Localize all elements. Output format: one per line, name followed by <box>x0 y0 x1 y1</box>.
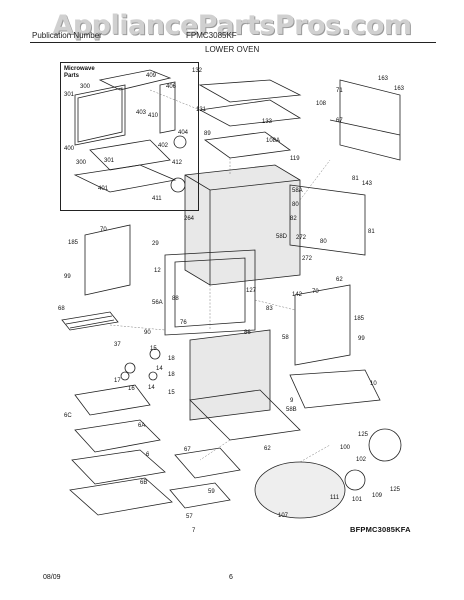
part-number-402: 402 <box>158 143 169 149</box>
part-number-76: 76 <box>180 320 187 326</box>
section-title: LOWER OVEN <box>205 45 260 54</box>
part-number-406: 406 <box>166 84 177 90</box>
part-number-109: 109 <box>372 493 383 499</box>
part-number-62: 62 <box>336 277 343 283</box>
model-number: FPMC3085KF <box>186 31 237 40</box>
part-number-131: 131 <box>196 107 207 113</box>
part-number-62b: 62 <box>264 446 271 452</box>
part-number-108: 108 <box>316 101 327 107</box>
part-number-37: 37 <box>114 342 121 348</box>
part-number-101: 101 <box>352 497 363 503</box>
part-number-83: 83 <box>266 306 273 312</box>
part-number-70b: 70 <box>312 289 319 295</box>
part-number-15: 15 <box>150 346 157 352</box>
part-number-404: 404 <box>178 130 189 136</box>
diagram-code: BFPMC3085KFA <box>350 525 411 534</box>
part-number-300: 300 <box>80 84 91 90</box>
part-number-301b: 301 <box>104 158 115 164</box>
part-number-58A: 58A <box>292 188 303 194</box>
part-number-264: 264 <box>184 216 195 222</box>
footer-date: 08/09 <box>43 574 61 581</box>
publication-label: Publication Number <box>32 31 102 40</box>
part-number-58D: 58D <box>276 234 288 240</box>
part-number-6C: 6C <box>64 413 72 419</box>
part-number-133: 133 <box>262 119 273 125</box>
part-number-410: 410 <box>148 113 159 119</box>
microwave-parts-inset <box>60 62 199 211</box>
part-number-132: 132 <box>192 68 203 74</box>
part-number-67: 67 <box>336 118 343 124</box>
part-number-99b: 99 <box>358 336 365 342</box>
part-number-102: 102 <box>356 457 367 463</box>
part-number-272a: 272 <box>296 235 307 241</box>
part-number-58B: 58B <box>286 407 297 413</box>
part-number-301a: 301 <box>64 92 75 98</box>
part-number-80b: 80 <box>320 239 327 245</box>
part-number-12: 12 <box>154 268 161 274</box>
part-number-15b: 15 <box>168 390 175 396</box>
part-number-409: 409 <box>146 73 157 79</box>
inset-title-line-2: Parts <box>64 73 80 79</box>
part-number-59: 59 <box>208 489 215 495</box>
part-number-412: 412 <box>172 160 183 166</box>
part-number-185a: 185 <box>68 240 79 246</box>
part-number-82: 82 <box>290 216 297 222</box>
inset-title-line-1: Microwave <box>64 66 95 72</box>
part-number-403: 403 <box>136 110 147 116</box>
part-number-125a: 125 <box>358 432 369 438</box>
part-number-70a: 70 <box>100 227 107 233</box>
part-number-80a: 80 <box>292 202 299 208</box>
part-number-185b: 185 <box>354 316 365 322</box>
part-number-17a: 17 <box>114 378 121 384</box>
part-number-88: 88 <box>172 296 179 302</box>
part-number-6: 6 <box>146 452 150 458</box>
part-number-108A: 108A <box>266 138 281 144</box>
part-number-100: 100 <box>340 445 351 451</box>
part-number-400: 400 <box>64 146 75 152</box>
part-number-119: 119 <box>290 156 300 162</box>
part-number-81b: 81 <box>368 229 375 235</box>
part-number-111: 111 <box>330 495 340 501</box>
part-number-6B: 6B <box>140 480 148 486</box>
part-number-163a: 163 <box>378 76 389 82</box>
part-number-10: 10 <box>370 381 377 387</box>
part-number-6A: 6A <box>138 423 146 429</box>
part-number-142: 142 <box>292 292 303 298</box>
part-number-16: 16 <box>128 386 135 392</box>
part-number-163b: 163 <box>394 86 405 92</box>
part-number-29: 29 <box>152 241 159 247</box>
part-number-99a: 99 <box>64 274 71 280</box>
part-number-14a: 14 <box>156 366 163 372</box>
part-number-67b: 67 <box>184 447 191 453</box>
part-number-58: 58 <box>282 335 289 341</box>
part-number-143: 143 <box>362 181 373 187</box>
part-number-56A: 56A <box>152 300 163 306</box>
part-number-7: 7 <box>192 528 196 534</box>
part-number-272b: 272 <box>302 256 313 262</box>
page-number: 6 <box>229 574 233 581</box>
part-number-90: 90 <box>144 330 151 336</box>
part-number-401: 401 <box>98 186 109 192</box>
part-number-89: 89 <box>204 131 211 137</box>
part-number-127: 127 <box>246 288 257 294</box>
part-number-81a: 81 <box>352 176 359 182</box>
part-number-9: 9 <box>290 398 294 404</box>
watermark-text: AppliancePartsPros.com <box>52 10 412 41</box>
part-number-125b: 125 <box>390 487 401 493</box>
part-number-300b: 300 <box>76 160 87 166</box>
part-number-68: 68 <box>58 306 65 312</box>
part-number-14b: 14 <box>148 385 155 391</box>
part-number-71: 71 <box>336 88 343 94</box>
part-number-57: 57 <box>186 514 193 520</box>
part-number-86: 86 <box>244 330 251 336</box>
part-number-18b: 18 <box>168 372 175 378</box>
part-number-18a: 18 <box>168 356 175 362</box>
header-rule <box>30 42 436 43</box>
part-number-411: 411 <box>152 196 162 202</box>
part-number-107: 107 <box>278 513 289 519</box>
inset-title: Microwave Parts <box>64 66 95 80</box>
